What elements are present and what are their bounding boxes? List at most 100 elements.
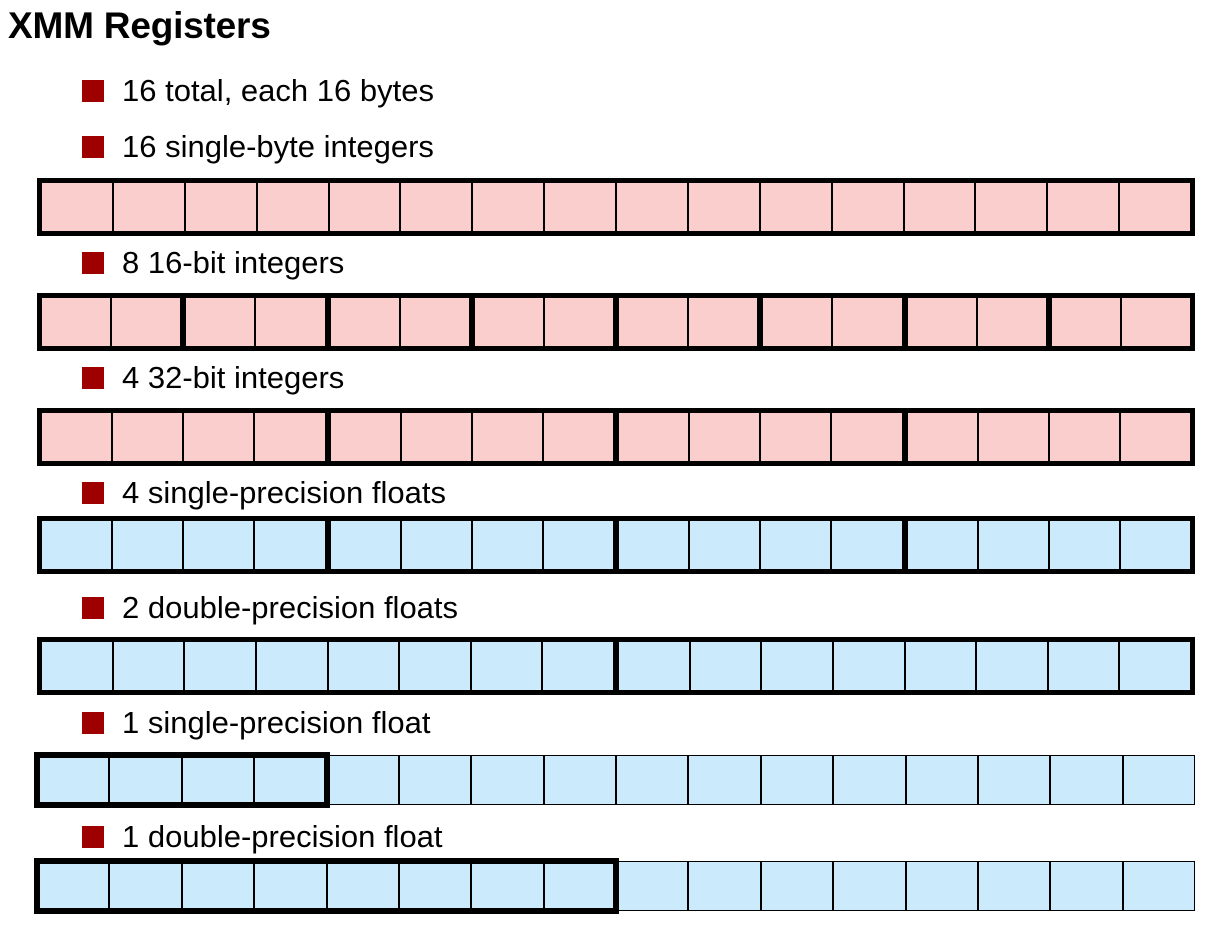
register-cell [1047, 521, 1119, 569]
bullet-label: 1 double-precision float [122, 819, 443, 854]
register-cell [542, 298, 613, 346]
register-cell [901, 413, 977, 461]
register-cell [470, 413, 542, 461]
register-cell [1122, 755, 1195, 805]
register-cell [905, 755, 978, 805]
bullet-square-icon [82, 712, 104, 734]
bullet-1-single-precision-float: 1 single-precision float [82, 702, 430, 744]
bullet-label: 4 single-precision floats [122, 475, 446, 510]
register-cell [471, 183, 544, 231]
register-diagram-16bit-integers [37, 293, 1195, 351]
register-cell [471, 755, 544, 805]
register-diagram-one-double-precision-float [37, 861, 1195, 911]
bullet-4-single-precision-floats: 4 single-precision floats [82, 472, 446, 514]
register-cell [111, 642, 184, 690]
register-cell [759, 413, 831, 461]
register-cell [541, 521, 613, 569]
register-cell [109, 755, 182, 805]
bullet-4-32bit-integers: 4 32-bit integers [82, 357, 344, 399]
register-cell [111, 521, 183, 569]
bullet-square-icon [82, 252, 104, 274]
register-cell [759, 521, 831, 569]
register-cell [468, 298, 543, 346]
register-cell [398, 755, 472, 805]
register-cell [324, 413, 400, 461]
register-cell [905, 861, 978, 911]
register-cell [543, 861, 616, 911]
register-cell [253, 413, 325, 461]
register-cell [254, 298, 325, 346]
register-cell [613, 521, 689, 569]
register-cell [37, 755, 110, 805]
register-cell [543, 755, 616, 805]
bullet-1-double-precision-float: 1 double-precision float [82, 816, 443, 858]
register-cell [42, 183, 112, 231]
register-cell [180, 298, 255, 346]
register-cell [975, 642, 1047, 690]
register-cell [1046, 183, 1119, 231]
bullet-8-16bit-integers: 8 16-bit integers [82, 242, 344, 284]
register-cell [541, 413, 613, 461]
bullet-label: 8 16-bit integers [122, 245, 345, 280]
register-cell [830, 183, 903, 231]
register-diagram-one-single-precision-float [37, 755, 1195, 805]
bullet-square-icon [82, 597, 104, 619]
bullet-16-single-byte-integers: 16 single-byte integers [82, 126, 434, 168]
register-cell [902, 183, 975, 231]
register-cell [688, 642, 761, 690]
register-cell [181, 861, 255, 911]
register-diagram-single-byte-integers [37, 178, 1195, 236]
register-cell [1122, 861, 1195, 911]
register-cell [324, 298, 399, 346]
register-cell [833, 755, 906, 805]
bullet-label: 2 double-precision floats [122, 590, 459, 625]
register-cell [254, 642, 327, 690]
register-cell [42, 521, 112, 569]
register-cell [1050, 755, 1123, 805]
register-cell [976, 521, 1048, 569]
register-cell [688, 413, 760, 461]
register-cell [688, 521, 760, 569]
bullet-16-total: 16 total, each 16 bytes [82, 70, 434, 112]
register-cell [183, 183, 256, 231]
register-cell [901, 521, 977, 569]
register-cell [830, 413, 902, 461]
register-cell [327, 183, 400, 231]
register-cell [757, 298, 832, 346]
register-cell [686, 183, 759, 231]
register-cell [254, 755, 327, 805]
register-cell [254, 861, 327, 911]
register-cell [181, 755, 255, 805]
bullet-square-icon [82, 367, 104, 389]
register-cell [42, 642, 112, 690]
register-cell [613, 413, 689, 461]
register-cell [760, 755, 834, 805]
register-cell [111, 183, 184, 231]
register-cell [1050, 861, 1123, 911]
register-cell [42, 413, 112, 461]
register-cell [255, 183, 328, 231]
register-diagram-double-precision-floats [37, 637, 1195, 695]
register-cell [37, 861, 110, 911]
register-cell [1118, 413, 1190, 461]
register-cell [109, 861, 182, 911]
register-cell [977, 861, 1051, 911]
register-cell [901, 298, 976, 346]
register-cell [399, 183, 472, 231]
bullet-2-double-precision-floats: 2 double-precision floats [82, 587, 458, 629]
register-cell [975, 298, 1046, 346]
register-cell [398, 861, 472, 911]
register-cell [42, 298, 111, 346]
register-cell [253, 521, 325, 569]
bullet-label: 16 single-byte integers [122, 129, 434, 164]
register-cell [758, 183, 831, 231]
bullet-square-icon [82, 826, 104, 848]
register-cell [541, 642, 613, 690]
register-cell [977, 755, 1051, 805]
register-cell [831, 642, 904, 690]
register-cell [976, 413, 1048, 461]
bullet-label: 1 single-precision float [122, 705, 431, 740]
register-cell [903, 642, 976, 690]
register-cell [182, 413, 254, 461]
